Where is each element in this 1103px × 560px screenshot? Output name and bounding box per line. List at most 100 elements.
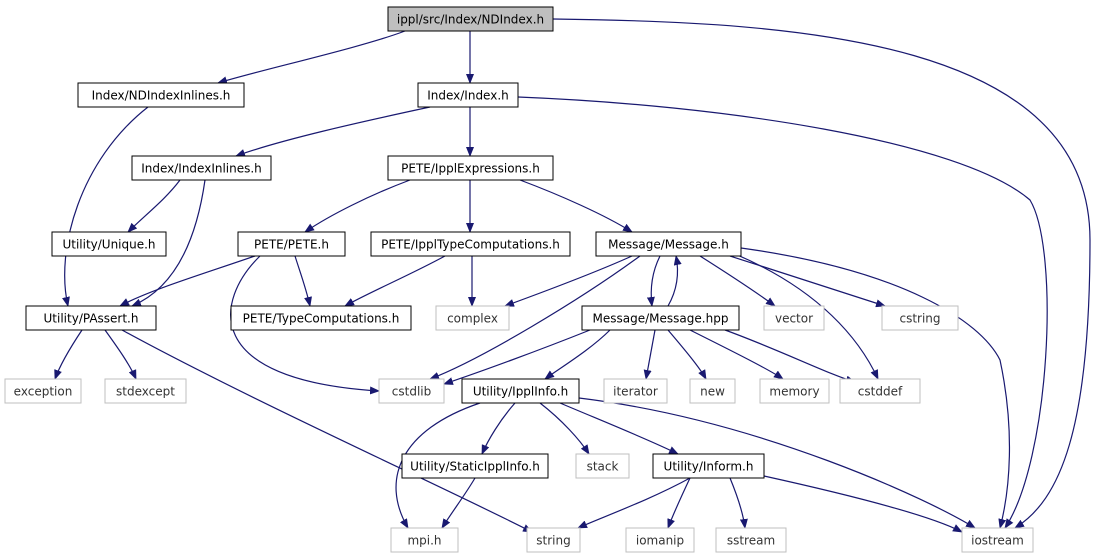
- node-label: PETE/PETE.h: [254, 238, 329, 252]
- edge-ippl-expressions-to-pete: [304, 179, 411, 233]
- node-index[interactable]: Index/Index.h: [417, 82, 519, 108]
- node-box: [652, 453, 765, 479]
- node-static-ippl-info[interactable]: Utility/StaticIpplInfo.h: [401, 453, 549, 479]
- node-label: Utility/IpplInfo.h: [473, 385, 568, 399]
- node-box: [461, 378, 580, 404]
- node-label: new: [700, 385, 725, 399]
- node-box: [4, 378, 82, 404]
- node-box: [581, 305, 740, 331]
- node-label: complex: [447, 312, 498, 326]
- edge-inform-to-iostream: [763, 475, 963, 533]
- edge-message-hpp-to-iterator: [643, 329, 656, 380]
- node-pete[interactable]: PETE/PETE.h: [237, 231, 346, 257]
- edge-message-h-to-message-hpp: [646, 255, 661, 307]
- edge-message-h-to-cstdlib: [429, 255, 641, 380]
- node-box: [689, 378, 736, 404]
- edge-index-to-iostream: [517, 96, 1048, 529]
- node-cstddef[interactable]: cstddef: [839, 378, 921, 404]
- node-label: string: [536, 534, 570, 548]
- edge-inform-to-sstream: [729, 477, 748, 529]
- node-iostream[interactable]: iostream: [961, 527, 1034, 553]
- node-vector[interactable]: vector: [763, 305, 825, 331]
- node-box: [715, 527, 787, 553]
- node-exception[interactable]: exception: [4, 378, 82, 404]
- node-box: [595, 231, 742, 257]
- node-box: [435, 305, 510, 331]
- node-box: [390, 527, 459, 553]
- node-label: Index/NDIndexInlines.h: [92, 89, 231, 103]
- edge-ndindex-to-ndindex-inlines: [217, 30, 406, 85]
- node-box: [401, 453, 549, 479]
- node-ndindex-inlines[interactable]: Index/NDIndexInlines.h: [77, 82, 245, 108]
- node-label: vector: [775, 312, 813, 326]
- edge-ippl-expressions-to-message-h: [519, 179, 633, 233]
- node-message-h[interactable]: Message/Message.h: [595, 231, 742, 257]
- node-mpi[interactable]: mpi.h: [390, 527, 459, 553]
- node-box: [370, 231, 571, 257]
- node-stack[interactable]: stack: [575, 453, 630, 479]
- node-box: [526, 527, 581, 553]
- node-complex[interactable]: complex: [435, 305, 510, 331]
- node-iomanip[interactable]: iomanip: [625, 527, 695, 553]
- node-ippl-expressions[interactable]: PETE/IpplExpressions.h: [387, 155, 554, 181]
- node-label: ippl/src/Index/NDIndex.h: [397, 13, 544, 27]
- node-cstring[interactable]: cstring: [881, 305, 959, 331]
- node-iterator[interactable]: iterator: [603, 378, 668, 404]
- node-string[interactable]: string: [526, 527, 581, 553]
- node-unique[interactable]: Utility/Unique.h: [51, 231, 167, 257]
- node-box: [961, 527, 1034, 553]
- node-label: PETE/TypeComputations.h: [243, 312, 400, 326]
- node-label: PETE/IpplExpressions.h: [401, 162, 540, 176]
- edges-layer: [54, 18, 1091, 533]
- node-box: [387, 6, 554, 32]
- edge-index-inlines-to-passert: [131, 179, 206, 307]
- node-box: [417, 82, 519, 108]
- node-label: exception: [14, 385, 73, 399]
- node-ippl-type-computations[interactable]: PETE/IpplTypeComputations.h: [370, 231, 571, 257]
- node-type-computations[interactable]: PETE/TypeComputations.h: [230, 305, 412, 331]
- node-label: Utility/StaticIpplInfo.h: [410, 460, 540, 474]
- node-stdexcept[interactable]: stdexcept: [104, 378, 187, 404]
- node-index-inlines[interactable]: Index/IndexInlines.h: [131, 155, 272, 181]
- node-box: [378, 378, 445, 404]
- node-label: Utility/Unique.h: [62, 238, 155, 252]
- node-label: PETE/IpplTypeComputations.h: [381, 238, 560, 252]
- node-message-hpp[interactable]: Message/Message.hpp: [581, 305, 740, 331]
- node-label: memory: [769, 385, 819, 399]
- edge-ippl-info-to-stack: [539, 402, 590, 455]
- node-label: iostream: [971, 534, 1024, 548]
- edge-ndindex-inlines-to-passert: [62, 106, 149, 307]
- node-label: cstring: [899, 312, 940, 326]
- edge-inform-to-string: [577, 477, 691, 529]
- node-box: [575, 453, 630, 479]
- node-label: Utility/PAssert.h: [44, 312, 139, 326]
- node-box: [763, 305, 825, 331]
- node-passert[interactable]: Utility/PAssert.h: [25, 305, 157, 331]
- edge-message-h-to-cstring: [729, 255, 886, 308]
- node-sstream[interactable]: sstream: [715, 527, 787, 553]
- node-box: [839, 378, 921, 404]
- edge-ippl-info-to-inform: [559, 402, 679, 455]
- node-box: [237, 231, 346, 257]
- node-box: [625, 527, 695, 553]
- node-label: cstdlib: [392, 385, 431, 399]
- node-label: iterator: [613, 385, 658, 399]
- node-ndindex[interactable]: ippl/src/Index/NDIndex.h: [387, 6, 554, 32]
- node-label: mpi.h: [407, 534, 441, 548]
- node-ippl-info[interactable]: Utility/IpplInfo.h: [461, 378, 580, 404]
- node-inform[interactable]: Utility/Inform.h: [652, 453, 765, 479]
- edge-message-h-to-vector: [699, 255, 776, 307]
- edge-ippl-type-computations-to-type-computations: [344, 255, 446, 307]
- edge-passert-to-string: [121, 329, 533, 533]
- edge-inform-to-iomanip: [667, 477, 691, 529]
- node-cstdlib[interactable]: cstdlib: [378, 378, 445, 404]
- node-box: [77, 82, 245, 108]
- node-box: [387, 155, 554, 181]
- node-new[interactable]: new: [689, 378, 736, 404]
- node-memory[interactable]: memory: [759, 378, 830, 404]
- edge-passert-to-stdexcept: [104, 329, 137, 380]
- nodes-layer: ippl/src/Index/NDIndex.hIndex/NDIndexInl…: [4, 6, 1034, 553]
- node-label: sstream: [727, 534, 775, 548]
- node-box: [25, 305, 157, 331]
